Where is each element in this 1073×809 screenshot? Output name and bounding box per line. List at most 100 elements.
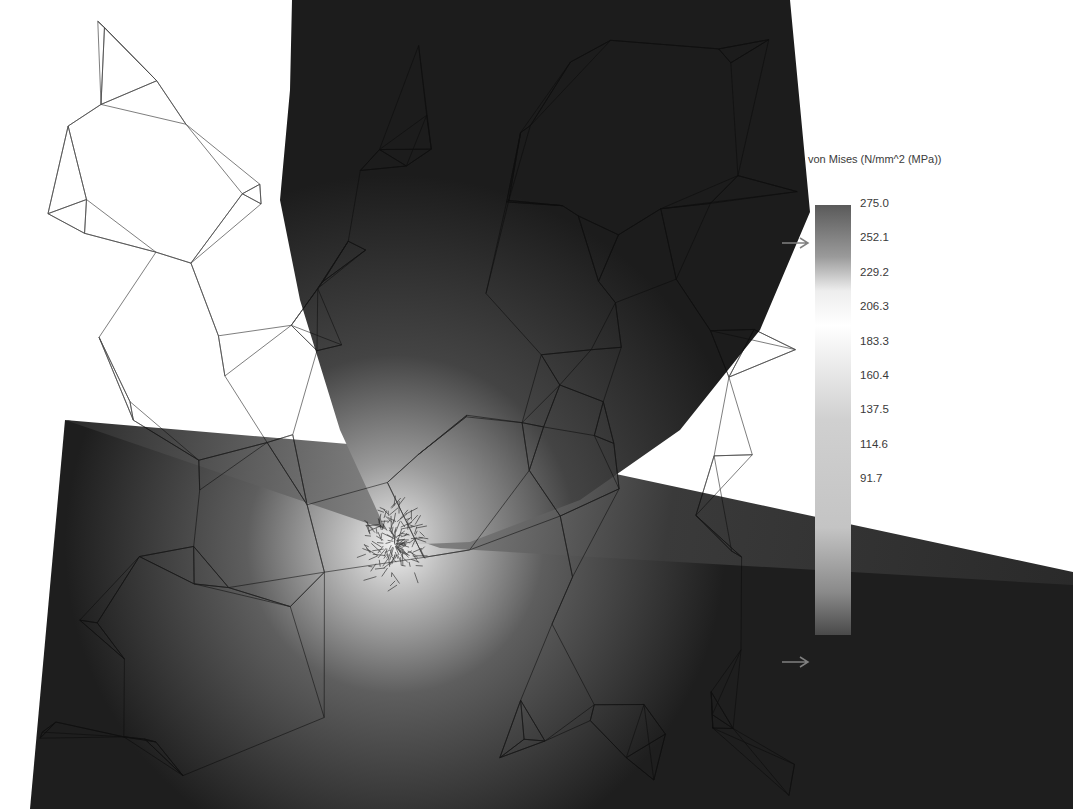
mesh-edge [394, 513, 396, 524]
mesh-edge [200, 443, 267, 491]
mesh-edge [521, 62, 571, 132]
mesh-edge [400, 542, 410, 543]
mesh-edge [379, 115, 426, 149]
mesh-edge [364, 577, 377, 581]
mesh-edge [729, 350, 795, 377]
mesh-edge [394, 496, 395, 506]
mesh-edge [316, 288, 318, 350]
mesh-edge [402, 553, 403, 566]
mesh-edge [80, 620, 125, 659]
mesh-edge [563, 206, 579, 216]
mesh-edge [48, 126, 68, 214]
mesh-edge [544, 427, 595, 436]
scale-value: 206.3 [860, 301, 889, 313]
mesh-edge [101, 81, 157, 105]
mesh-edge [267, 443, 307, 505]
mesh-edge [156, 252, 191, 263]
mesh-edge [291, 282, 323, 326]
mesh-edge [139, 546, 193, 556]
mesh-edge [729, 350, 795, 377]
mesh-edge [156, 252, 191, 263]
mesh-edge [654, 734, 666, 780]
mesh-edge [415, 538, 427, 542]
mesh-edge [186, 124, 242, 194]
mesh-edge [524, 739, 545, 741]
mesh-edge [387, 555, 389, 559]
mesh-edge [571, 40, 611, 62]
mesh-edge [711, 692, 733, 729]
mesh-edge [99, 252, 156, 337]
mesh-edge [97, 557, 139, 623]
mesh-edge [552, 577, 572, 624]
mesh-edge [384, 561, 393, 568]
mesh-edge [420, 532, 425, 537]
mesh-edge [711, 692, 713, 728]
mesh-edge [408, 551, 417, 556]
mesh-edge [98, 21, 101, 104]
mesh-edge [291, 325, 317, 350]
mesh-edge [713, 728, 733, 729]
mesh-edge [614, 443, 619, 488]
scale-value: 275.0 [860, 198, 889, 210]
mesh-edge [696, 455, 752, 516]
mesh-edge [416, 526, 427, 528]
scale-value: 160.4 [860, 370, 889, 382]
mesh-edge [578, 216, 598, 281]
mesh-edge [573, 489, 620, 577]
mesh-edge [404, 533, 407, 536]
mesh-edge [104, 27, 156, 80]
mesh-edge [40, 722, 56, 738]
mesh-edge [696, 456, 714, 516]
mesh-edge [367, 522, 370, 535]
mesh-edge [199, 443, 267, 461]
mesh-edge [711, 650, 741, 692]
mesh-edge [379, 150, 406, 166]
mesh-edge [714, 377, 729, 456]
mesh-edge [48, 126, 68, 214]
mesh-edge [711, 692, 713, 728]
mesh-edge [365, 520, 374, 529]
mesh-edge [560, 489, 619, 516]
mesh-edge [552, 577, 572, 624]
mesh-edge [626, 758, 654, 780]
mesh-edge [379, 149, 431, 150]
mesh-edge [307, 505, 324, 572]
mesh-edge [139, 546, 193, 556]
mesh-edge [754, 329, 795, 349]
mesh-edge [560, 489, 619, 516]
mesh-edge [710, 331, 795, 350]
mesh-edge [372, 549, 383, 551]
mesh-edge [80, 620, 125, 659]
mesh-edge [500, 700, 521, 757]
mesh-edge [696, 515, 742, 557]
mesh-edge [378, 532, 382, 541]
mesh-edge [522, 423, 543, 427]
mesh-edge [521, 700, 545, 741]
mesh-edge [719, 40, 769, 49]
mesh-edge [382, 568, 388, 577]
mesh-edge [599, 281, 616, 302]
mesh-edge [545, 721, 590, 741]
scale-value: 137.5 [860, 404, 889, 416]
mesh-edge [229, 588, 291, 607]
mesh-edge [42, 722, 56, 732]
mesh-edge [712, 715, 733, 729]
mesh-edge [218, 336, 224, 376]
mesh-edge [242, 184, 259, 194]
mesh-edge [521, 700, 524, 739]
mesh-edge [307, 505, 324, 572]
mesh-edge [500, 741, 545, 758]
mesh-edge [379, 514, 381, 524]
mesh-edge [191, 263, 218, 336]
mesh-edge [133, 420, 198, 460]
mesh-edge [611, 40, 719, 49]
mesh-edge [541, 350, 591, 355]
mesh-edge [417, 555, 428, 556]
mesh-edge [738, 40, 769, 176]
mesh-edge [98, 21, 105, 27]
mesh-edge [368, 526, 380, 531]
mesh-edge [48, 200, 87, 214]
mesh-edge [733, 729, 794, 765]
mesh-edge [371, 564, 376, 572]
mesh-edge [85, 200, 87, 234]
